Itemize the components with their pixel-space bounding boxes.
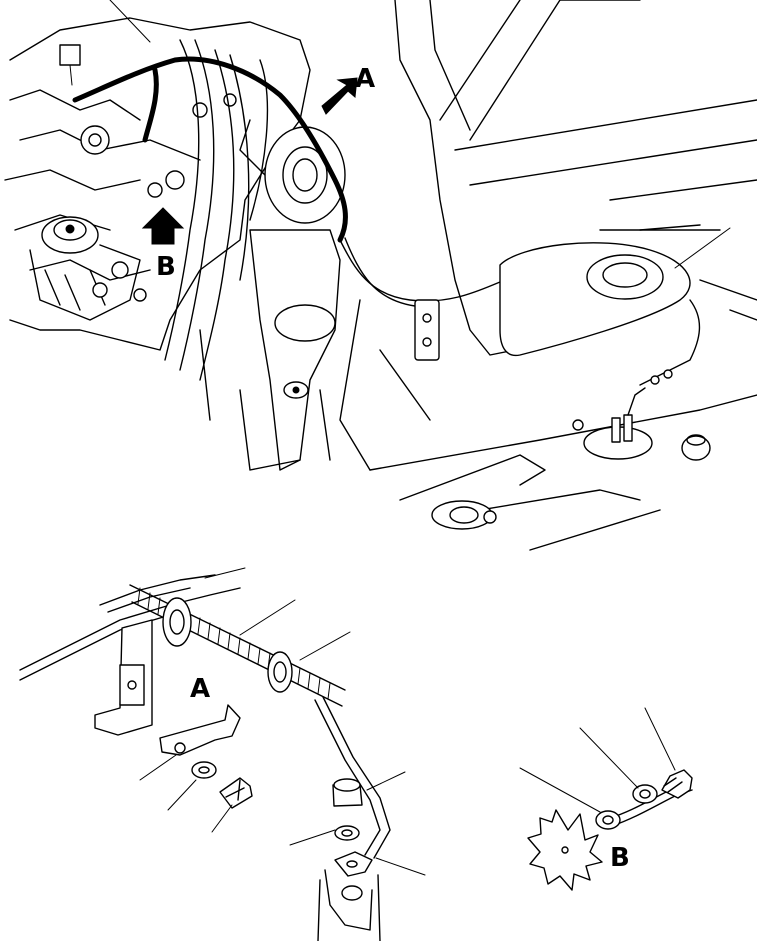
fuel-sender [572, 299, 711, 461]
callout-a-top: A [355, 64, 375, 94]
injection-pump [29, 216, 147, 321]
detail-a-view: A [19, 567, 426, 941]
arrow-a-indicator [321, 77, 358, 115]
callout-b-detail: B [610, 843, 630, 873]
detail-b-view: B [519, 707, 693, 891]
alternator [239, 119, 346, 224]
arrow-b-indicator [141, 207, 185, 245]
callout-b-top: B [156, 252, 176, 282]
fuel-tank [499, 227, 731, 357]
callout-a-detail: A [190, 674, 210, 704]
engine-compartment-view: A B [4, 0, 757, 551]
